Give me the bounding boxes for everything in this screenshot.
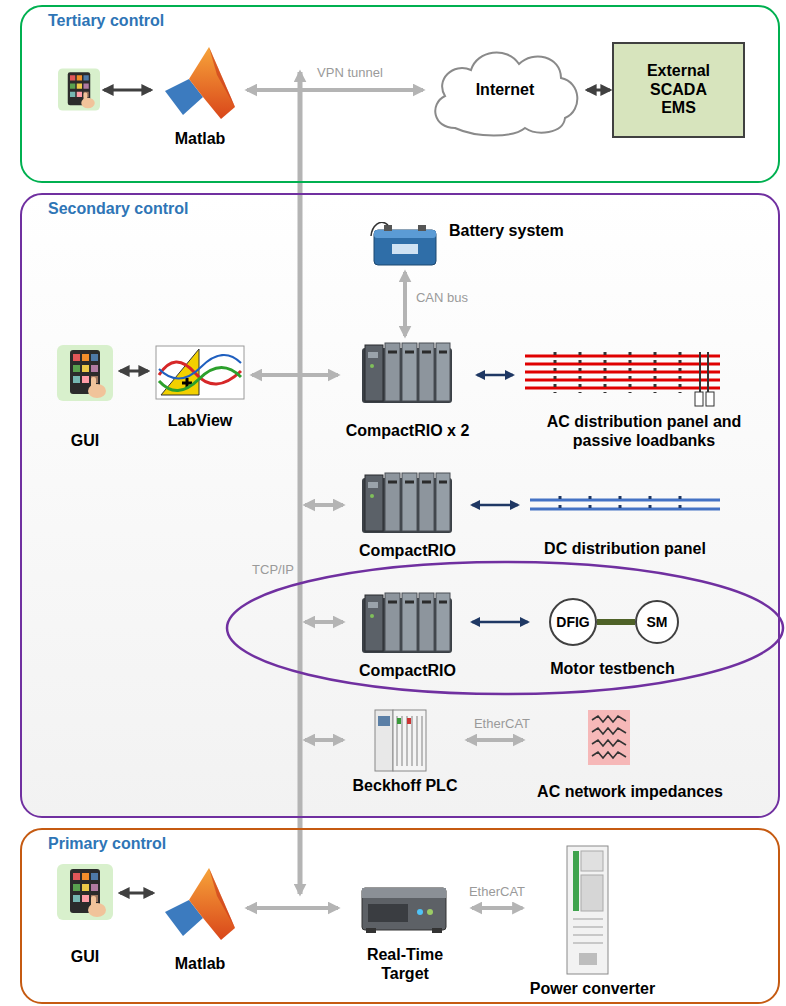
node-label: Power converter — [530, 980, 655, 998]
crio-picture — [362, 343, 452, 403]
connector — [247, 88, 423, 92]
battery-picture — [371, 222, 436, 265]
connector — [252, 373, 338, 377]
node-label: CompactRIO x 2 — [346, 422, 470, 440]
rtt-node: Real-Time Target — [340, 875, 470, 985]
node-label: GUI — [71, 432, 99, 450]
bus-stub — [305, 620, 343, 624]
highlight-ellipse — [227, 562, 783, 694]
connector — [472, 621, 528, 624]
bus-stub — [305, 738, 343, 742]
band-title: Primary control — [48, 835, 166, 853]
connector — [247, 906, 338, 910]
connector — [472, 906, 523, 910]
node-label: CompactRIO — [359, 662, 456, 680]
gui-node: GUI — [52, 860, 118, 968]
node-label: External SCADA EMS — [633, 62, 725, 117]
machine-circle: DFIG — [549, 598, 597, 646]
plc-node: Beckhoff PLC — [345, 705, 465, 797]
software-node: LabView — [150, 342, 250, 432]
gui-link — [104, 89, 151, 92]
matlab-logo — [165, 47, 235, 119]
impedance-node: AC network impedances — [525, 705, 735, 803]
connector — [120, 892, 153, 895]
shaft-link — [597, 619, 635, 625]
control-band: Secondary controlBattery systemGUI LabVie… — [20, 193, 780, 818]
node-label: DC distribution panel — [544, 540, 706, 558]
node-label: AC network impedances — [537, 783, 723, 801]
cloud-node: Internet — [425, 40, 585, 140]
node-label: AC distribution panel and passive loadba… — [532, 413, 757, 450]
gui-node: GUI — [52, 342, 118, 452]
node-label: Battery system — [449, 222, 564, 240]
controller-node: CompactRIO — [345, 462, 470, 562]
rtt-picture — [362, 888, 446, 933]
node-label: Internet — [476, 81, 535, 99]
node-label: GUI — [71, 948, 99, 966]
crio-picture — [362, 473, 452, 533]
machine-circle: SM — [635, 600, 679, 644]
impedance-picture — [588, 710, 630, 765]
matlab-logo — [165, 868, 235, 940]
control-band: Tertiary controlMatlab Internet External S… — [20, 5, 780, 183]
node-label: CompactRIO — [359, 542, 456, 560]
bus-stub — [305, 503, 343, 507]
converter-node: Power converter — [525, 840, 661, 1000]
converter-picture — [567, 846, 608, 974]
connector — [587, 89, 610, 92]
plc-picture — [375, 710, 426, 771]
tcp-bus — [298, 72, 303, 894]
bus-label: TCP/IP — [252, 562, 294, 577]
node-label: SM — [647, 614, 668, 630]
ac-panel-picture — [525, 352, 720, 406]
band-title: Secondary control — [48, 200, 188, 218]
battery-node: Battery system — [365, 218, 595, 270]
software-node: Matlab — [155, 42, 245, 150]
node-label: Motor testbench — [550, 660, 674, 678]
controller-node: CompactRIO — [345, 588, 470, 682]
dc-panel-picture — [530, 496, 720, 513]
cloud-shape — [435, 53, 577, 136]
connector-label: CAN bus — [416, 290, 468, 305]
band-title: Tertiary control — [48, 12, 164, 30]
gui-icon — [57, 864, 113, 920]
node-label: Beckhoff PLC — [353, 777, 458, 795]
node-label: Matlab — [175, 955, 226, 973]
connector-label: VPN tunnel — [317, 65, 383, 80]
panel-node: AC distribution panel and passive loadba… — [515, 345, 773, 452]
connector — [467, 738, 523, 742]
node-label: DFIG — [556, 614, 589, 630]
connector-label: EtherCAT — [474, 716, 530, 731]
connector — [120, 370, 148, 373]
software-node: Matlab — [155, 860, 245, 975]
node-label: LabView — [168, 412, 233, 430]
controller-node: CompactRIO x 2 — [340, 338, 475, 442]
connector — [403, 272, 407, 336]
connector — [472, 504, 518, 507]
gui-icon — [57, 345, 113, 401]
connector-label: EtherCAT — [469, 884, 525, 899]
control-band: Primary controlGUI Matlab Real-Time Target… — [20, 828, 780, 1004]
band-ground — [21, 194, 779, 817]
node-label: Matlab — [175, 130, 226, 148]
node-label: Real-Time Target — [355, 946, 455, 983]
labview-logo — [156, 346, 244, 399]
crio-picture — [362, 593, 452, 653]
testbench-node: Motor testbench DFIG SM — [530, 596, 695, 680]
connector — [477, 374, 513, 377]
gui-icon — [58, 69, 100, 111]
panel-node: DC distribution panel — [520, 484, 730, 560]
scada-box: External SCADA EMS — [612, 42, 745, 138]
